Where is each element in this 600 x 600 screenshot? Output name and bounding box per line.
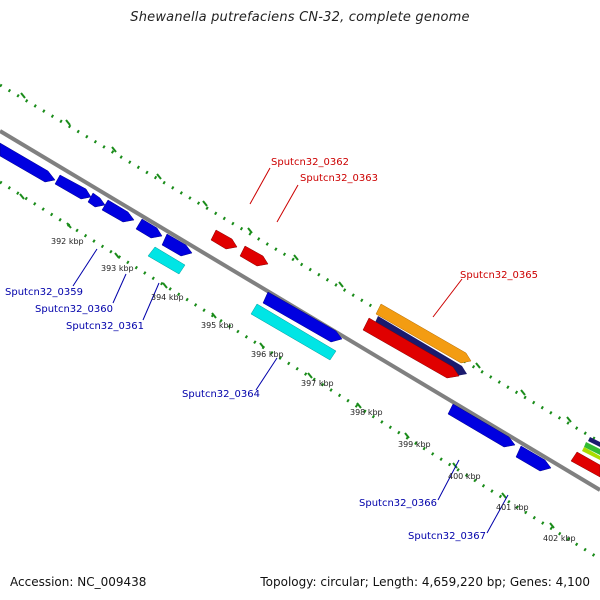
gene-label-sputcn32-0360[interactable]: Sputcn32_0360: [35, 304, 113, 315]
gene-label-sputcn32-0361[interactable]: Sputcn32_0361: [66, 321, 144, 332]
forward-strand-genes: [210, 229, 600, 478]
scale-label: 394 kbp: [151, 293, 184, 302]
gene-arrow[interactable]: [250, 303, 337, 361]
inner-dotted-track: [0, 180, 600, 561]
gene-label-sputcn32-0364[interactable]: Sputcn32_0364: [182, 389, 260, 400]
rna-genes: [147, 246, 337, 361]
map-title: Shewanella putrefaciens CN-32, complete …: [130, 10, 470, 25]
gene-label-sputcn32-0363[interactable]: Sputcn32_0363: [300, 173, 378, 184]
outer-dotted-track: [0, 83, 600, 444]
gene-arrow[interactable]: [101, 199, 135, 223]
label-leaders: [72, 167, 509, 534]
gene-arrow[interactable]: [135, 218, 163, 239]
gene-arrow[interactable]: [87, 192, 106, 208]
scale-label: 393 kbp: [101, 264, 134, 273]
gene-label-sputcn32-0362[interactable]: Sputcn32_0362: [271, 157, 349, 168]
gene-arrow[interactable]: [373, 316, 467, 376]
gene-arrow[interactable]: [515, 445, 552, 472]
gene-arrow[interactable]: [239, 245, 269, 267]
gene-label-sputcn32-0367[interactable]: Sputcn32_0367: [408, 531, 486, 542]
gene-arrow[interactable]: [447, 403, 516, 448]
gene-arrow[interactable]: [54, 174, 92, 200]
scale-label: 392 kbp: [51, 237, 84, 246]
scale-label: 396 kbp: [251, 350, 284, 359]
inner-ticks: [19, 193, 555, 529]
gene-arrow[interactable]: [161, 233, 193, 257]
scale-label: 402 kbp: [543, 534, 576, 543]
gene-arrow[interactable]: [147, 246, 186, 275]
gene-label-sputcn32-0359[interactable]: Sputcn32_0359: [5, 287, 83, 298]
scale-label: 398 kbp: [350, 408, 383, 417]
gene-arrow[interactable]: [0, 142, 56, 183]
edge-genes: [582, 437, 600, 460]
gene-arrow[interactable]: [210, 229, 238, 250]
scale-label: 397 kbp: [301, 379, 334, 388]
gene-label-sputcn32-0365[interactable]: Sputcn32_0365: [460, 270, 538, 281]
scale-label: 401 kbp: [496, 503, 529, 512]
gene-arrow[interactable]: [262, 291, 343, 343]
accession-text: Accession: NC_009438: [10, 575, 147, 589]
gene-labels: Sputcn32_0359 Sputcn32_0360 Sputcn32_036…: [5, 157, 538, 542]
reverse-strand-genes: [0, 142, 552, 472]
scale-label: 399 kbp: [398, 440, 431, 449]
scale-labels: 392 kbp 393 kbp 394 kbp 395 kbp 396 kbp …: [51, 237, 576, 543]
gene-label-sputcn32-0366[interactable]: Sputcn32_0366: [359, 498, 437, 509]
genome-summary-text: Topology: circular; Length: 4,659,220 bp…: [260, 575, 590, 589]
gene-arrow[interactable]: [570, 451, 600, 478]
scale-label: 400 kbp: [448, 472, 481, 481]
scale-label: 395 kbp: [201, 321, 234, 330]
gene-arrow[interactable]: [362, 317, 460, 379]
gene-arrow[interactable]: [375, 303, 472, 364]
outer-ticks: [20, 92, 572, 423]
